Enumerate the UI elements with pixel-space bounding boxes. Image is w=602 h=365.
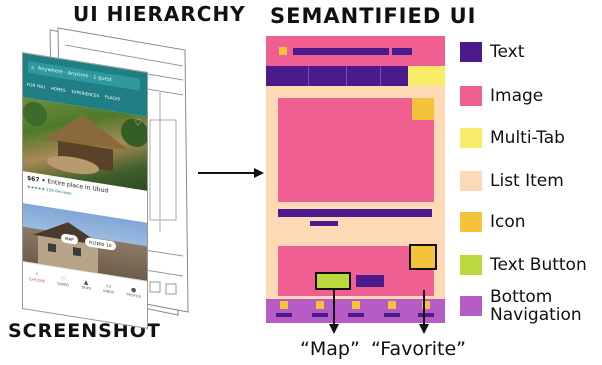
right-arrow	[198, 168, 264, 178]
legend-swatch-text	[460, 42, 482, 62]
sem-map-text-button	[315, 272, 351, 290]
sem-nav-text-1	[276, 313, 292, 317]
sem-text-line-1	[278, 209, 432, 217]
sem-nav-icon-4	[388, 301, 396, 309]
legend-label-multi-tab: Multi-Tab	[490, 128, 565, 148]
legend-image: Image	[460, 86, 543, 106]
sem-nav-text-3	[348, 313, 364, 317]
second-listing-image[interactable]: MAP FILTERS 10	[23, 203, 147, 281]
legend-swatch-list-item	[460, 171, 482, 191]
sem-nav-icon-3	[352, 301, 360, 309]
sem-tab-divider-3	[380, 66, 381, 86]
nav-profile[interactable]: ●PROFILE	[126, 285, 141, 299]
semantified-ui	[266, 36, 445, 323]
sem-header-text	[293, 48, 389, 55]
sem-nav-text-4	[384, 313, 400, 317]
sem-nav-icon-5	[422, 301, 430, 309]
phone-screenshot: ⌕ Anywhere · Anytime · 1 guest FOR YOU H…	[22, 52, 148, 329]
ui-hierarchy-title: UI HIERARCHY	[73, 2, 246, 26]
sem-tab-divider-2	[346, 66, 347, 86]
nav-trips-label: TRIPS	[81, 284, 92, 291]
legend-multi-tab: Multi-Tab	[460, 128, 565, 148]
sem-header-icon	[279, 47, 287, 55]
legend-swatch-text-button	[460, 255, 482, 275]
sem-main-image	[278, 98, 434, 202]
legend-label-list-item: List Item	[490, 171, 564, 191]
sem-filters-text	[356, 275, 384, 287]
legend-text: Text	[460, 42, 524, 62]
legend-icon: Icon	[460, 212, 526, 232]
legend-swatch-icon	[460, 212, 482, 232]
legend-list-item: List Item	[460, 171, 564, 191]
listing-price: $67 •	[27, 174, 46, 185]
legend-label-text: Text	[490, 42, 525, 62]
ui-hierarchy-stack: ⌕ Anywhere · Anytime · 1 guest FOR YOU H…	[0, 0, 230, 330]
search-icon: ⌕	[31, 62, 35, 72]
favorite-callout-label: “Favorite”	[371, 338, 467, 360]
sem-nav-icon-1	[280, 301, 288, 309]
legend-text-button: Text Button	[460, 255, 587, 275]
sem-nav-icon-2	[316, 301, 324, 309]
sem-second-image	[278, 246, 434, 296]
sem-multi-tab	[266, 66, 445, 86]
nav-saved-label: SAVED	[57, 281, 69, 287]
legend-swatch-multi-tab	[460, 128, 482, 148]
filters-button-label: FILTERS	[89, 239, 105, 248]
legend-swatch-bottom-navigation	[460, 296, 482, 316]
sem-header-text-2	[392, 48, 412, 55]
legend-label-icon: Icon	[490, 212, 526, 232]
sem-multi-tab-yellow	[408, 66, 445, 86]
favorite-heart-icon[interactable]: ♡	[133, 117, 142, 130]
sem-favorite-icon-bottom	[409, 244, 437, 270]
sem-nav-text-2	[312, 313, 328, 317]
sem-nav-text-5	[418, 313, 434, 317]
nav-explore[interactable]: ⌕EXPLORE	[29, 269, 45, 284]
nav-saved[interactable]: ♡SAVED	[57, 274, 69, 287]
listing-photo	[23, 101, 147, 175]
legend-swatch-image	[460, 86, 482, 106]
legend-label-bottom-navigation: Bottom Navigation	[490, 287, 582, 325]
sem-text-line-2	[310, 221, 338, 226]
tab-homes[interactable]: HOMES	[50, 85, 66, 93]
map-callout-label: “Map”	[300, 338, 360, 360]
tab-places[interactable]: PLACES	[105, 94, 121, 102]
tab-for-you[interactable]: FOR YOU	[27, 81, 45, 90]
sem-favorite-icon-top	[412, 98, 434, 120]
tab-experiences[interactable]: EXPERIENCES	[71, 88, 100, 99]
legend-label-text-button: Text Button	[490, 255, 587, 275]
legend-label-image: Image	[490, 86, 544, 106]
listing-image[interactable]: ♡	[23, 97, 147, 191]
map-button-label: MAP	[65, 235, 74, 243]
nav-inbox-label: INBOX	[103, 288, 115, 295]
sem-tab-divider-1	[308, 66, 309, 86]
legend-bottom-navigation: Bottom Navigation	[460, 288, 600, 324]
semantified-ui-title: SEMANTIFIED UI	[270, 4, 477, 28]
search-text: Anywhere · Anytime · 1 guest	[37, 65, 112, 84]
callout-arrows	[329, 290, 429, 334]
filters-count: 10	[106, 242, 112, 249]
nav-inbox[interactable]: ▭INBOX	[103, 281, 114, 294]
screenshot-title: SCREENSHOT	[8, 320, 161, 342]
nav-trips[interactable]: ▲TRIPS	[81, 278, 92, 291]
